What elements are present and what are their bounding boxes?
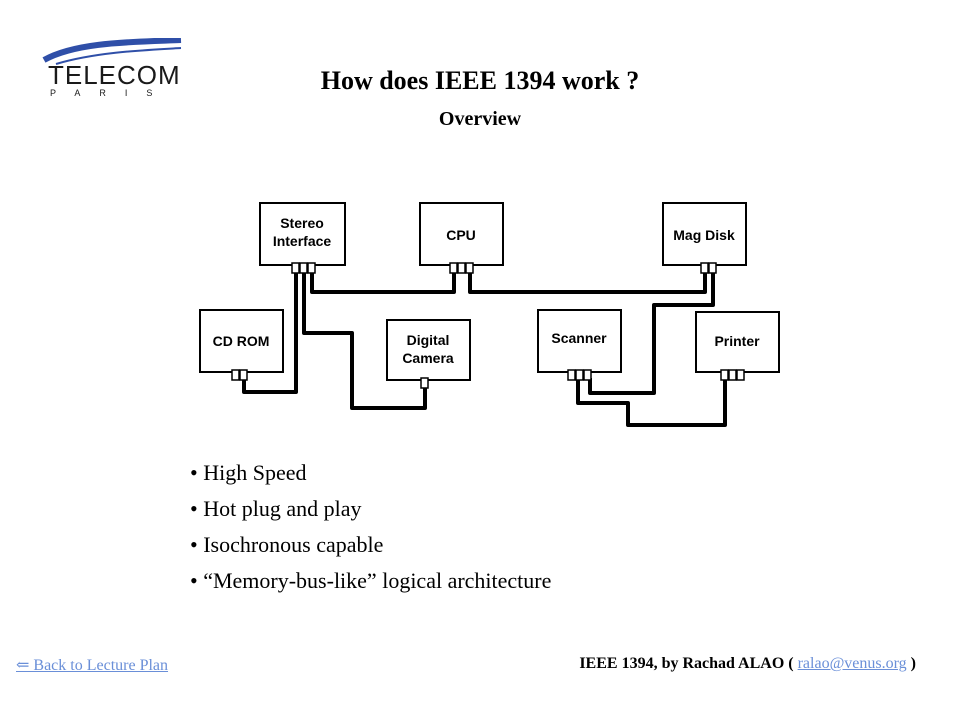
device-cpu: CPU	[419, 202, 504, 266]
device-cdrom-label: CD ROM	[213, 333, 270, 349]
close-paren: )	[910, 655, 916, 672]
slide-title: How does IEEE 1394 work ?	[320, 66, 640, 95]
ports-cdrom	[231, 369, 248, 381]
list-item: “Memory-bus-like” logical architecture	[190, 563, 551, 599]
footer-credit: IEEE 1394, by Rachad ALAO ( ralao@venus.…	[579, 655, 916, 673]
logo-swoosh-icon	[42, 38, 182, 65]
cable-magdisk-scanner	[588, 270, 715, 395]
open-paren: (	[788, 655, 794, 672]
device-stereo-label-2: Interface	[273, 233, 332, 249]
device-camera-label-1: Digital	[407, 332, 450, 348]
ports-stereo	[291, 262, 316, 274]
device-scanner: Scanner	[537, 309, 622, 373]
device-stereo-interface: Stereo Interface	[259, 202, 346, 266]
logo-wordmark: TELECOM	[48, 60, 181, 90]
ports-camera	[420, 377, 429, 389]
back-to-lecture-plan-link[interactable]: ⇐ Back to Lecture Plan	[16, 657, 169, 674]
device-cpu-label: CPU	[446, 227, 476, 243]
credit-text: IEEE 1394, by Rachad ALAO	[579, 655, 785, 672]
list-item: Hot plug and play	[190, 491, 551, 527]
device-magdisk-label: Mag Disk	[673, 227, 735, 243]
device-cd-rom: CD ROM	[199, 309, 284, 373]
ports-cpu	[449, 262, 474, 274]
cable-stereo-cpu	[310, 270, 456, 294]
email-link[interactable]: ralao@venus.org	[797, 655, 907, 672]
list-item: High Speed	[190, 455, 551, 491]
cable-stereo-cdrom	[242, 270, 298, 394]
ports-magdisk	[700, 262, 717, 274]
logo-subtext: PARIS	[50, 88, 172, 98]
ports-scanner	[567, 369, 592, 381]
device-printer-label: Printer	[714, 333, 760, 349]
device-camera-label-2: Camera	[402, 350, 454, 366]
device-scanner-label: Scanner	[551, 330, 607, 346]
cable-stereo-camera	[302, 270, 427, 410]
feature-list: High Speed Hot plug and play Isochronous…	[190, 455, 551, 599]
slide-subtitle: Overview	[438, 108, 522, 130]
cable-cpu-magdisk	[468, 270, 707, 294]
device-stereo-label-1: Stereo	[280, 215, 324, 231]
cable-scanner-printer	[576, 378, 727, 427]
device-printer: Printer	[695, 311, 780, 373]
device-digital-camera: Digital Camera	[386, 319, 471, 381]
telecom-paris-logo: TELECOM PARIS	[36, 38, 186, 100]
footer-left: ⇐ Back to Lecture Plan	[16, 655, 168, 675]
ports-printer	[720, 369, 745, 381]
device-mag-disk: Mag Disk	[662, 202, 747, 266]
list-item: Isochronous capable	[190, 527, 551, 563]
